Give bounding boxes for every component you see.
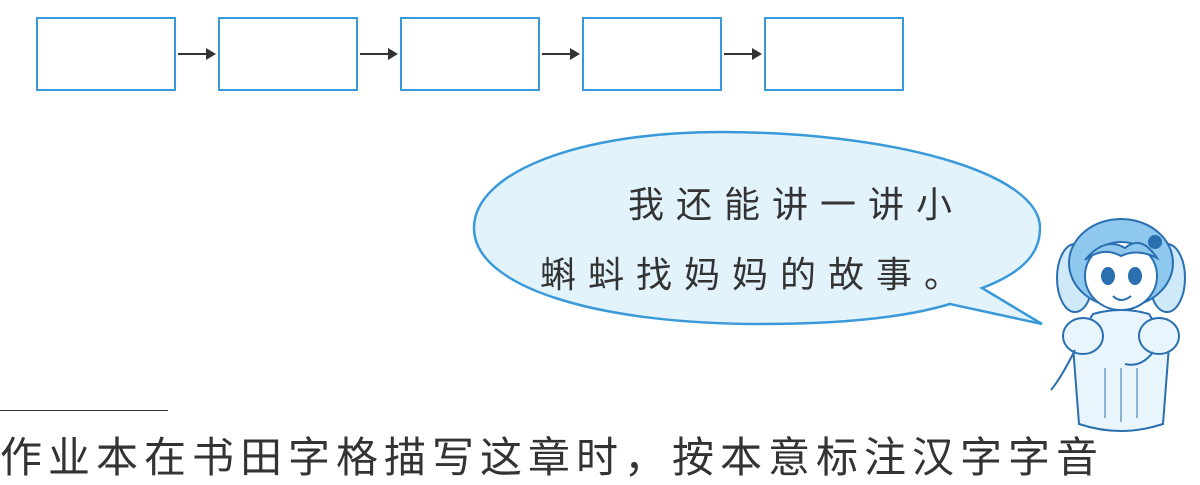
footnote-text: 作业本在书田字格描写这章时，按本意标注汉字字音 bbox=[0, 433, 1105, 482]
flow-box-3[interactable] bbox=[400, 17, 540, 91]
girl-character-icon bbox=[1050, 218, 1186, 432]
flow-arrow-1 bbox=[178, 48, 216, 60]
speech-bubble-shape bbox=[472, 130, 1043, 326]
flow-arrow-4 bbox=[724, 48, 762, 60]
flow-box-1[interactable] bbox=[36, 17, 176, 91]
flow-chain bbox=[0, 0, 1200, 110]
bubble-text-line1: 我还能讲一讲小 bbox=[628, 185, 965, 226]
speech-bubble bbox=[472, 130, 1043, 326]
flow-box-4[interactable] bbox=[582, 17, 722, 91]
flow-arrow-2 bbox=[360, 48, 398, 60]
flow-arrow-3 bbox=[542, 48, 580, 60]
bubble-text-line2: 蝌蚪找妈妈的故事。 bbox=[540, 255, 973, 296]
flow-box-5[interactable] bbox=[764, 17, 904, 91]
flow-box-2[interactable] bbox=[218, 17, 358, 91]
footnote-divider bbox=[0, 410, 168, 411]
